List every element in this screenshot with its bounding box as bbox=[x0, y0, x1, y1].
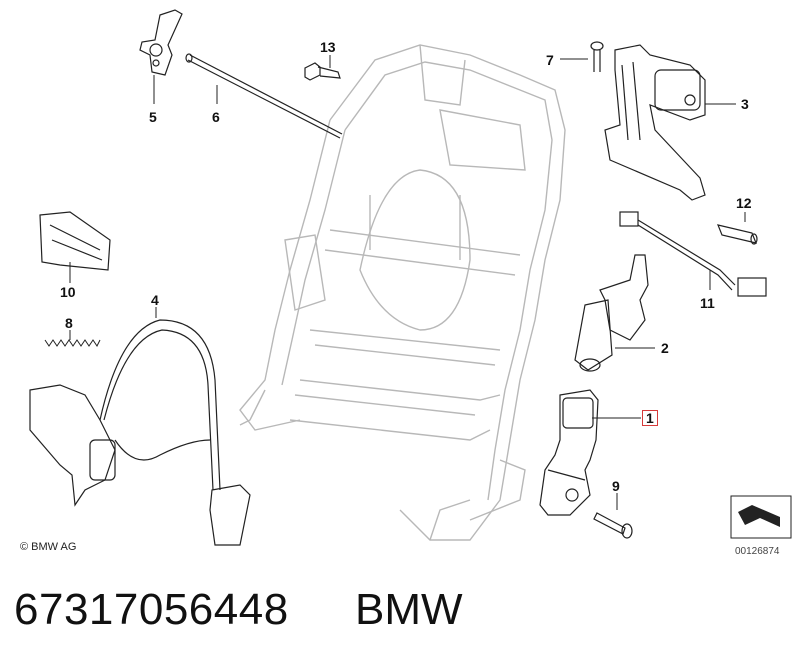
view-arrow-box bbox=[730, 495, 792, 539]
callout-7: 7 bbox=[546, 52, 554, 68]
callout-11: 11 bbox=[700, 295, 715, 311]
bolt-part-9 bbox=[593, 512, 633, 539]
actuator-motor-part-1 bbox=[539, 389, 599, 516]
reference-code: 00126874 bbox=[735, 546, 780, 557]
callout-1-highlighted: 1 bbox=[642, 410, 658, 426]
wire-harness-part-11 bbox=[619, 211, 767, 297]
screw-part-13 bbox=[304, 62, 341, 81]
part-number: 67317056448 bbox=[14, 585, 289, 634]
spring-part-8 bbox=[44, 339, 101, 347]
callout-10: 10 bbox=[60, 284, 76, 300]
motor-bracket-part-3 bbox=[604, 44, 706, 201]
leader-lines bbox=[69, 55, 746, 510]
rod-part-6 bbox=[185, 53, 343, 139]
callout-12: 12 bbox=[736, 195, 752, 211]
t-handle-part-5 bbox=[139, 9, 183, 76]
motor-part-2 bbox=[574, 254, 649, 372]
callout-4: 4 bbox=[151, 292, 159, 308]
copyright-notice: © BMW AG bbox=[20, 541, 77, 553]
seat-back-frame bbox=[239, 44, 566, 541]
callout-3: 3 bbox=[741, 96, 749, 112]
brand-name: BMW bbox=[355, 585, 463, 634]
callout-9: 9 bbox=[612, 478, 620, 494]
motor-cable-part-4 bbox=[29, 319, 251, 546]
small-screw-part-7 bbox=[590, 41, 604, 72]
callout-5: 5 bbox=[149, 109, 157, 125]
bracket-part-10 bbox=[39, 211, 111, 271]
parts-diagram bbox=[29, 9, 792, 546]
fuse-part-12 bbox=[717, 224, 758, 245]
callout-13: 13 bbox=[320, 39, 336, 55]
callout-2: 2 bbox=[661, 340, 669, 356]
callout-6: 6 bbox=[212, 109, 220, 125]
callout-8: 8 bbox=[65, 315, 73, 331]
